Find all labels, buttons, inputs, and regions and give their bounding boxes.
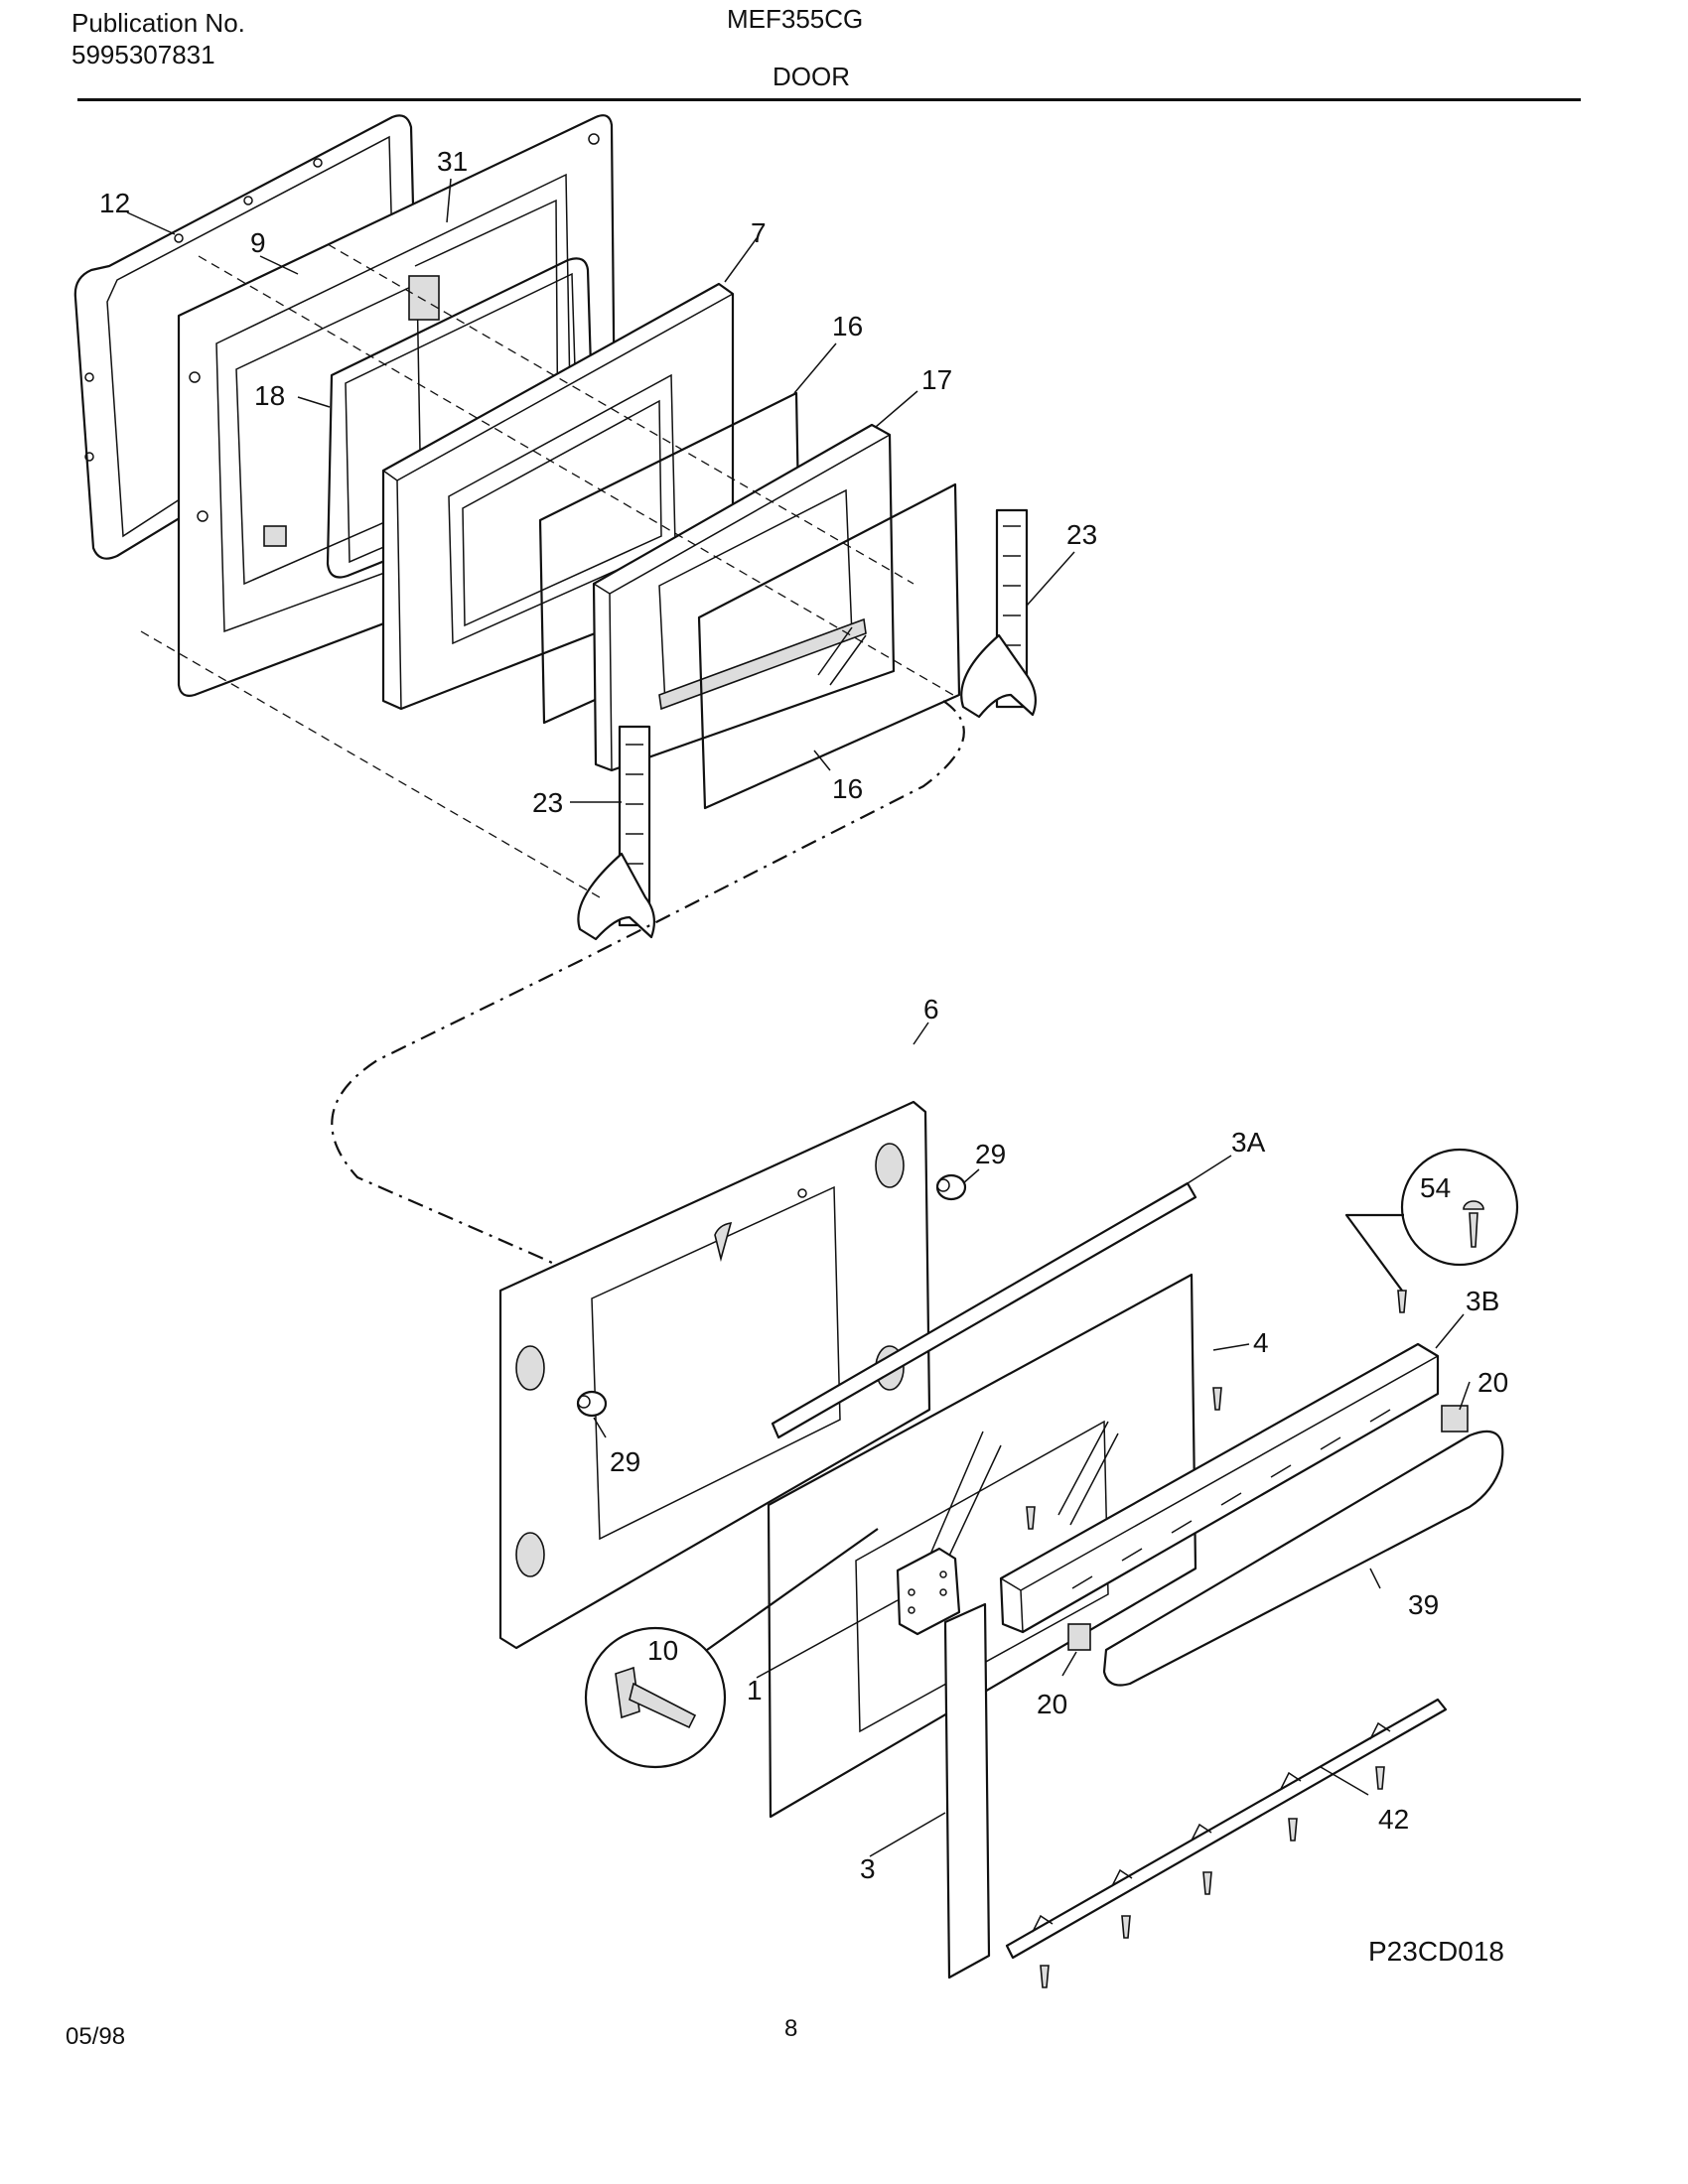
callout-1: 1 — [747, 1675, 763, 1706]
hinge-23-left — [577, 725, 656, 941]
alignment-line — [140, 630, 601, 898]
publication-number: 5995307831 — [71, 40, 215, 69]
detail-circle-10 — [584, 1528, 879, 1769]
end-cap-20-left — [1067, 1623, 1091, 1651]
alignment-line — [327, 243, 914, 585]
callout-42: 42 — [1378, 1804, 1409, 1835]
header-rule — [77, 98, 1581, 101]
assembly-link-line — [331, 700, 965, 1353]
page-number: 8 — [784, 2015, 798, 2042]
handle-bracket-3b — [999, 1342, 1440, 1634]
callout-7: 7 — [751, 217, 767, 248]
callout-4: 4 — [1253, 1327, 1269, 1358]
trim-strip-3a — [771, 1181, 1197, 1439]
callout-23-right: 23 — [1066, 519, 1097, 550]
callout-18: 18 — [254, 380, 285, 411]
model-number: MEF355CG — [727, 4, 864, 34]
callout-39: 39 — [1408, 1589, 1439, 1620]
leader-lines — [126, 178, 1471, 1857]
section-title: DOOR — [773, 62, 850, 91]
callout-23-left: 23 — [532, 787, 563, 818]
callout-29-lower: 29 — [610, 1446, 640, 1477]
callout-54: 54 — [1420, 1172, 1451, 1203]
callout-29-upper: 29 — [975, 1139, 1006, 1169]
callout-16-upper: 16 — [832, 311, 863, 341]
callout-12: 12 — [99, 188, 130, 218]
callout-10: 10 — [647, 1635, 678, 1666]
detail-circle-54 — [1344, 1148, 1519, 1292]
footer-date: 05/98 — [66, 2023, 126, 2050]
bumper-29-lower — [576, 1390, 608, 1418]
callout-3b: 3B — [1466, 1286, 1499, 1316]
callout-20-left: 20 — [1037, 1689, 1067, 1719]
glass-16-lower — [697, 482, 961, 810]
alignment-line — [198, 255, 954, 696]
outer-glass-4 — [767, 1273, 1197, 1819]
bottom-rail-42 — [1005, 1698, 1448, 1960]
callout-20-right: 20 — [1477, 1367, 1508, 1398]
drawing-code: P23CD018 — [1368, 1936, 1504, 1967]
callout-17: 17 — [921, 364, 952, 395]
callout-9: 9 — [250, 227, 266, 258]
side-trim-3 — [943, 1602, 991, 1979]
glass-pack-17 — [592, 423, 896, 772]
callout-6: 6 — [923, 994, 939, 1024]
screws — [1026, 1290, 1407, 1988]
bumper-29-upper — [935, 1173, 967, 1201]
outer-door-panel-6 — [498, 1100, 931, 1650]
callout-3a: 3A — [1231, 1127, 1266, 1158]
callout-3: 3 — [860, 1853, 876, 1884]
hinge-23-right — [960, 508, 1038, 719]
publication-label: Publication No. — [71, 8, 245, 38]
end-cap-20-right — [1441, 1405, 1469, 1433]
callout-16-lower: 16 — [832, 773, 863, 804]
callout-31: 31 — [437, 146, 468, 177]
hinge-bracket-1 — [896, 1547, 961, 1636]
door-handle-39 — [1102, 1430, 1504, 1687]
